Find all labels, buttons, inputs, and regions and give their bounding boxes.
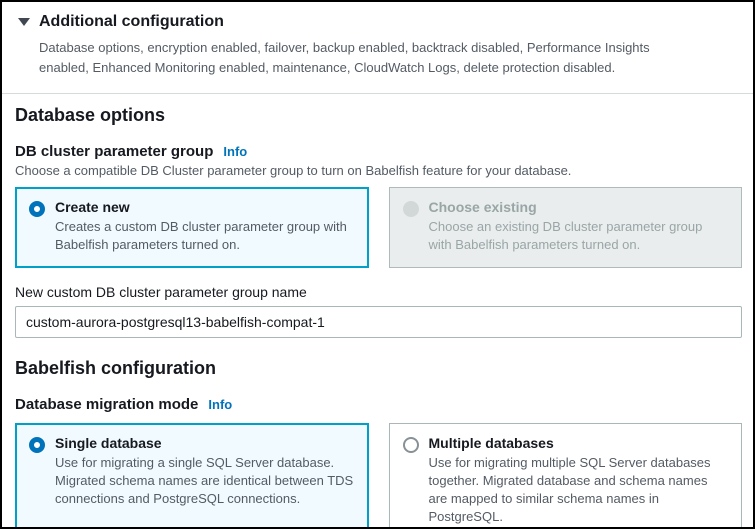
param-group-label-row: DB cluster parameter group Info — [15, 143, 742, 160]
new-group-name-input[interactable] — [15, 305, 742, 338]
option-card-create-new[interactable]: Create new Creates a custom DB cluster p… — [15, 187, 369, 268]
section-header: Additional configuration Database option… — [2, 2, 753, 94]
migration-mode-options: Single database Use for migrating a sing… — [15, 422, 742, 527]
database-options-heading: Database options — [15, 105, 166, 125]
radio-disabled-icon — [402, 201, 419, 217]
section-title: Additional configuration — [39, 13, 224, 30]
option-title: Choose existing — [428, 199, 537, 215]
new-group-name-label: New custom DB cluster parameter group na… — [15, 283, 307, 300]
param-group-options: Create new Creates a custom DB cluster p… — [15, 187, 742, 268]
option-description: Creates a custom DB cluster parameter gr… — [55, 219, 347, 252]
option-card-single-database[interactable]: Single database Use for migrating a sing… — [15, 422, 369, 527]
radio-unchecked-icon[interactable] — [402, 436, 419, 453]
section-description: Database options, encryption enabled, fa… — [39, 40, 650, 75]
option-title: Create new — [55, 199, 130, 215]
option-description: Use for migrating a single SQL Server da… — [55, 454, 354, 506]
radio-checked-icon[interactable] — [29, 436, 45, 453]
babelfish-configuration-heading: Babelfish configuration — [15, 357, 217, 378]
option-title: Single database — [55, 434, 162, 451]
chevron-down-icon — [18, 18, 30, 26]
param-group-label: DB cluster parameter group — [15, 143, 214, 160]
migration-mode-label-row: Database migration mode Info — [15, 396, 742, 413]
option-description: Use for migrating multiple SQL Server da… — [428, 454, 711, 524]
option-title: Multiple databases — [428, 434, 554, 451]
param-group-info-link[interactable]: Info — [223, 144, 248, 159]
section-toggle[interactable]: Additional configuration — [18, 13, 737, 31]
option-card-content: Single database Use for migrating a sing… — [55, 435, 355, 508]
param-group-description: Choose a compatible DB Cluster parameter… — [15, 163, 572, 178]
option-card-content: Create new Creates a custom DB cluster p… — [55, 199, 355, 254]
section-content: Database options DB cluster parameter gr… — [2, 105, 753, 527]
option-description: Choose an existing DB cluster parameter … — [428, 219, 703, 252]
option-card-content: Multiple databases Use for migrating mul… — [429, 435, 729, 526]
migration-mode-label: Database migration mode — [15, 395, 199, 413]
option-card-multiple-databases[interactable]: Multiple databases Use for migrating mul… — [388, 422, 742, 527]
radio-checked-icon[interactable] — [29, 201, 45, 217]
migration-mode-info-link[interactable]: Info — [208, 396, 233, 412]
option-card-content: Choose existing Choose an existing DB cl… — [429, 199, 729, 254]
option-card-choose-existing: Choose existing Choose an existing DB cl… — [388, 187, 742, 268]
